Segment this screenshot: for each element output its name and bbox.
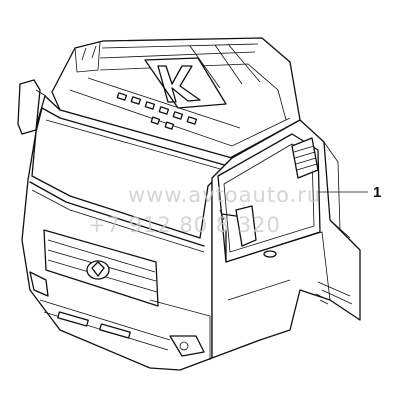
right-mirror [219, 205, 257, 263]
cab-side [211, 119, 361, 359]
watermark-phone: +7 912 80 8 320 [88, 213, 281, 237]
left-mirror [17, 79, 47, 135]
cab-front [21, 95, 233, 371]
quarter-vent [291, 137, 319, 179]
watermark-url: www.avtoauto.ru [128, 183, 321, 207]
roof-vents [116, 92, 198, 130]
roof-emblem-panel [144, 57, 227, 109]
watermark: www.avtoauto.ru +7 912 80 8 320 [88, 183, 321, 237]
headlight [169, 335, 205, 357]
callout-number: 1 [373, 184, 381, 201]
windscreen [31, 107, 229, 239]
door-handle [263, 250, 277, 258]
front-emblem [86, 260, 110, 280]
callout-1: 1 [318, 184, 381, 201]
